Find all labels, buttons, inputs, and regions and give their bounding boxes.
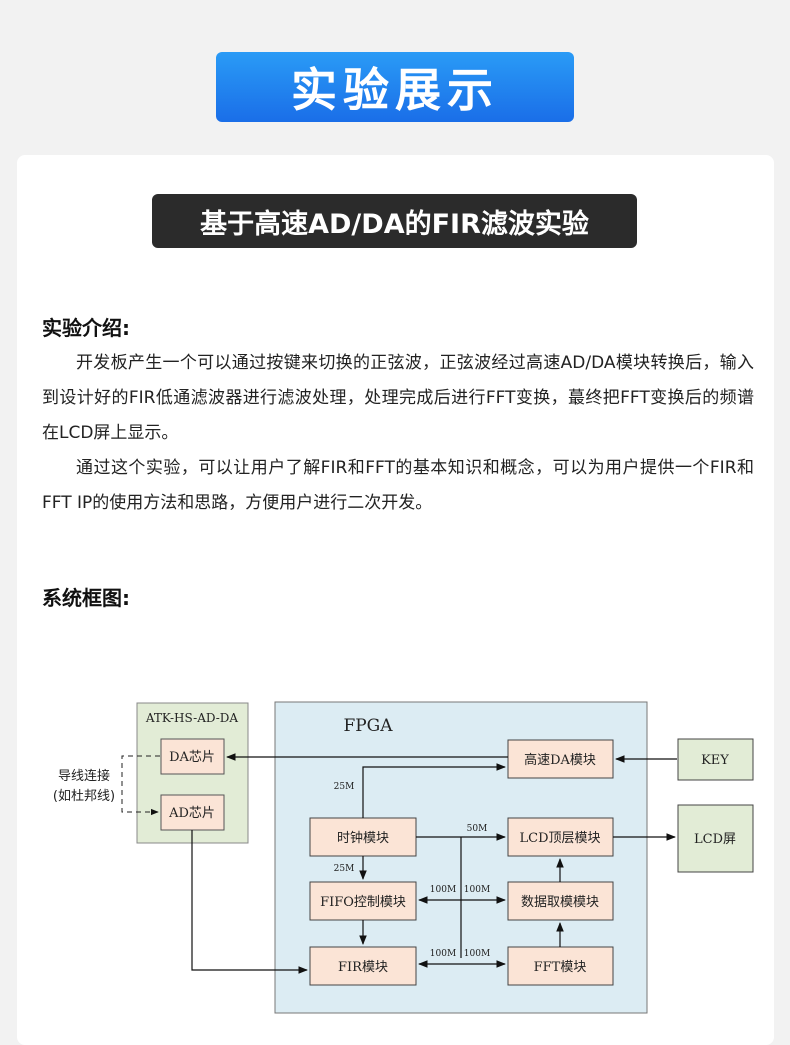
system-heading: 系统框图: bbox=[42, 586, 130, 610]
freq-label: 100M bbox=[430, 949, 456, 959]
wire-connection-bracket bbox=[121, 755, 160, 816]
da-chip-label: DA芯片 bbox=[169, 750, 215, 765]
lcd-top-module-label: LCD顶层模块 bbox=[519, 831, 600, 846]
intro-text: 开发板产生一个可以通过按键来切换的正弦波，正弦波经过高速AD/DA模块转换后，输… bbox=[42, 346, 754, 521]
freq-label: 25M bbox=[334, 864, 355, 874]
key-block-label: KEY bbox=[701, 753, 729, 768]
intro-heading: 实验介绍: bbox=[42, 316, 130, 340]
fir-module bbox=[309, 946, 417, 986]
freq-label: 100M bbox=[430, 885, 456, 895]
fifo-module bbox=[309, 881, 417, 921]
fifo-module-label: FIFO控制模块 bbox=[320, 895, 406, 910]
ad-chip bbox=[160, 794, 225, 831]
section-title-banner: 实验展示 bbox=[216, 52, 574, 122]
fir-module-label: FIR模块 bbox=[338, 960, 388, 975]
intro-paragraph-1: 开发板产生一个可以通过按键来切换的正弦波，正弦波经过高速AD/DA模块转换后，输… bbox=[42, 353, 754, 443]
fpga-label: FPGA bbox=[343, 716, 393, 736]
da-chip bbox=[160, 738, 225, 775]
key-block bbox=[677, 738, 754, 781]
experiment-title: 基于高速AD/DA的FIR滤波实验 bbox=[200, 208, 589, 240]
wire-label-line-2: (如杜邦线) bbox=[53, 788, 115, 804]
freq-label: 100M bbox=[464, 949, 490, 959]
freq-label: 50M bbox=[467, 824, 488, 834]
data-fetch-module-label: 数据取模模块 bbox=[521, 895, 599, 910]
atk-board-label: ATK-HS-AD-DA bbox=[145, 711, 239, 725]
ad-chip-label: AD芯片 bbox=[168, 806, 215, 821]
intro-paragraph-2: 通过这个实验，可以让用户了解FIR和FFT的基本知识和概念，可以为用户提供一个F… bbox=[42, 458, 754, 513]
experiment-title-banner: 基于高速AD/DA的FIR滤波实验 bbox=[152, 194, 637, 248]
data-fetch-module bbox=[507, 881, 614, 921]
hs-da-module bbox=[507, 739, 614, 779]
freq-label: 100M bbox=[464, 885, 490, 895]
clock-module-label: 时钟模块 bbox=[337, 830, 389, 846]
lcd-screen-block bbox=[677, 804, 754, 873]
fft-module-label: FFT模块 bbox=[534, 960, 587, 975]
section-title: 实验展示 bbox=[291, 63, 499, 117]
hs-da-module-label: 高速DA模块 bbox=[524, 752, 596, 768]
wire-label-line-1: 导线连接 bbox=[58, 768, 110, 784]
arrow-ad-to-fir bbox=[191, 830, 308, 974]
freq-label: 25M bbox=[334, 782, 355, 792]
lcd-screen-label: LCD屏 bbox=[694, 832, 736, 847]
fft-module bbox=[507, 946, 614, 986]
arrow-clock-to-hsda bbox=[362, 763, 506, 818]
